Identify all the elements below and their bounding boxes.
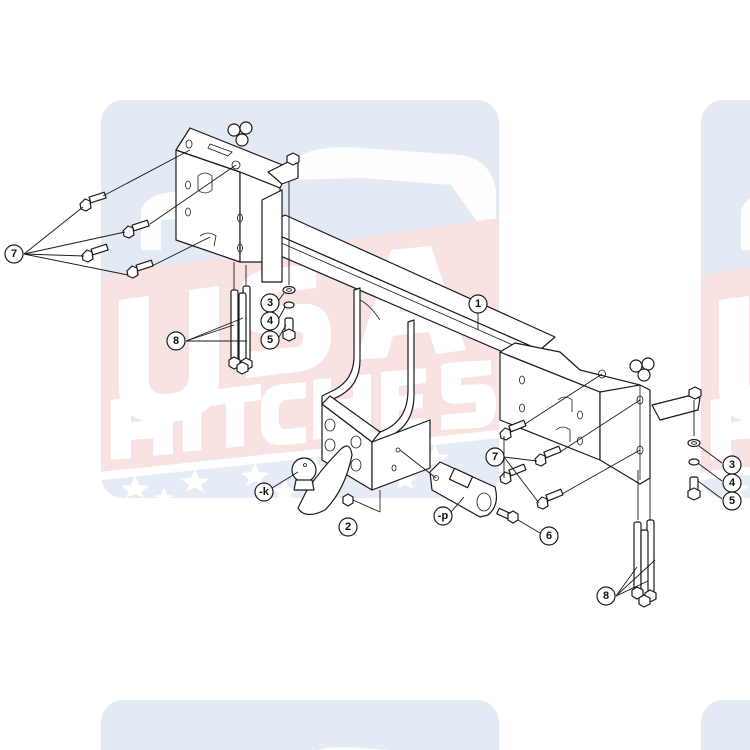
hardware-3-4-5-right (687, 400, 723, 501)
callout-7-left: 7 (4, 244, 24, 264)
callout-p: -p (433, 506, 453, 526)
svg-text:5: 5 (729, 495, 735, 507)
hardware-3-4-5-left (278, 182, 296, 342)
svg-text:5: 5 (267, 334, 273, 346)
callout-8-right: 8 (596, 586, 616, 606)
svg-text:7: 7 (11, 248, 17, 260)
bolts-8-right (615, 470, 657, 608)
tow-ball (291, 445, 353, 516)
svg-text:1: 1 (475, 298, 481, 310)
callout-5-left: 5 (260, 330, 280, 350)
right-bracket (499, 342, 702, 485)
bolts-7-left (23, 149, 237, 279)
callout-1: 1 (468, 294, 488, 314)
svg-text:8: 8 (173, 335, 179, 347)
bolts-8-left (185, 262, 253, 375)
callout-6: 6 (539, 526, 559, 546)
svg-text:3: 3 (729, 459, 735, 471)
svg-text:-p: -p (438, 510, 449, 522)
svg-text:2: 2 (345, 521, 351, 533)
bolts-7-right (499, 373, 641, 510)
left-bracket (175, 121, 300, 283)
callout-7-right: 7 (485, 447, 505, 467)
bolt-6 (496, 507, 541, 534)
svg-text:6: 6 (546, 530, 552, 542)
callout-4-left: 4 (260, 311, 280, 331)
callout-8-left: 8 (166, 331, 186, 351)
callout-5-right: 5 (722, 491, 742, 511)
svg-text:4: 4 (729, 477, 736, 489)
callout-4-right: 4 (722, 473, 742, 493)
svg-text:8: 8 (603, 590, 609, 602)
svg-text:7: 7 (492, 451, 498, 463)
socket-plate (399, 449, 498, 518)
callout-k: -k (254, 482, 274, 502)
svg-text:-k: -k (259, 486, 270, 498)
callout-3-right: 3 (722, 455, 742, 475)
callout-2: 2 (338, 517, 358, 537)
svg-text:4: 4 (267, 315, 274, 327)
callout-3-left: 3 (260, 293, 280, 313)
svg-text:3: 3 (267, 297, 273, 309)
nut-2 (342, 493, 354, 507)
